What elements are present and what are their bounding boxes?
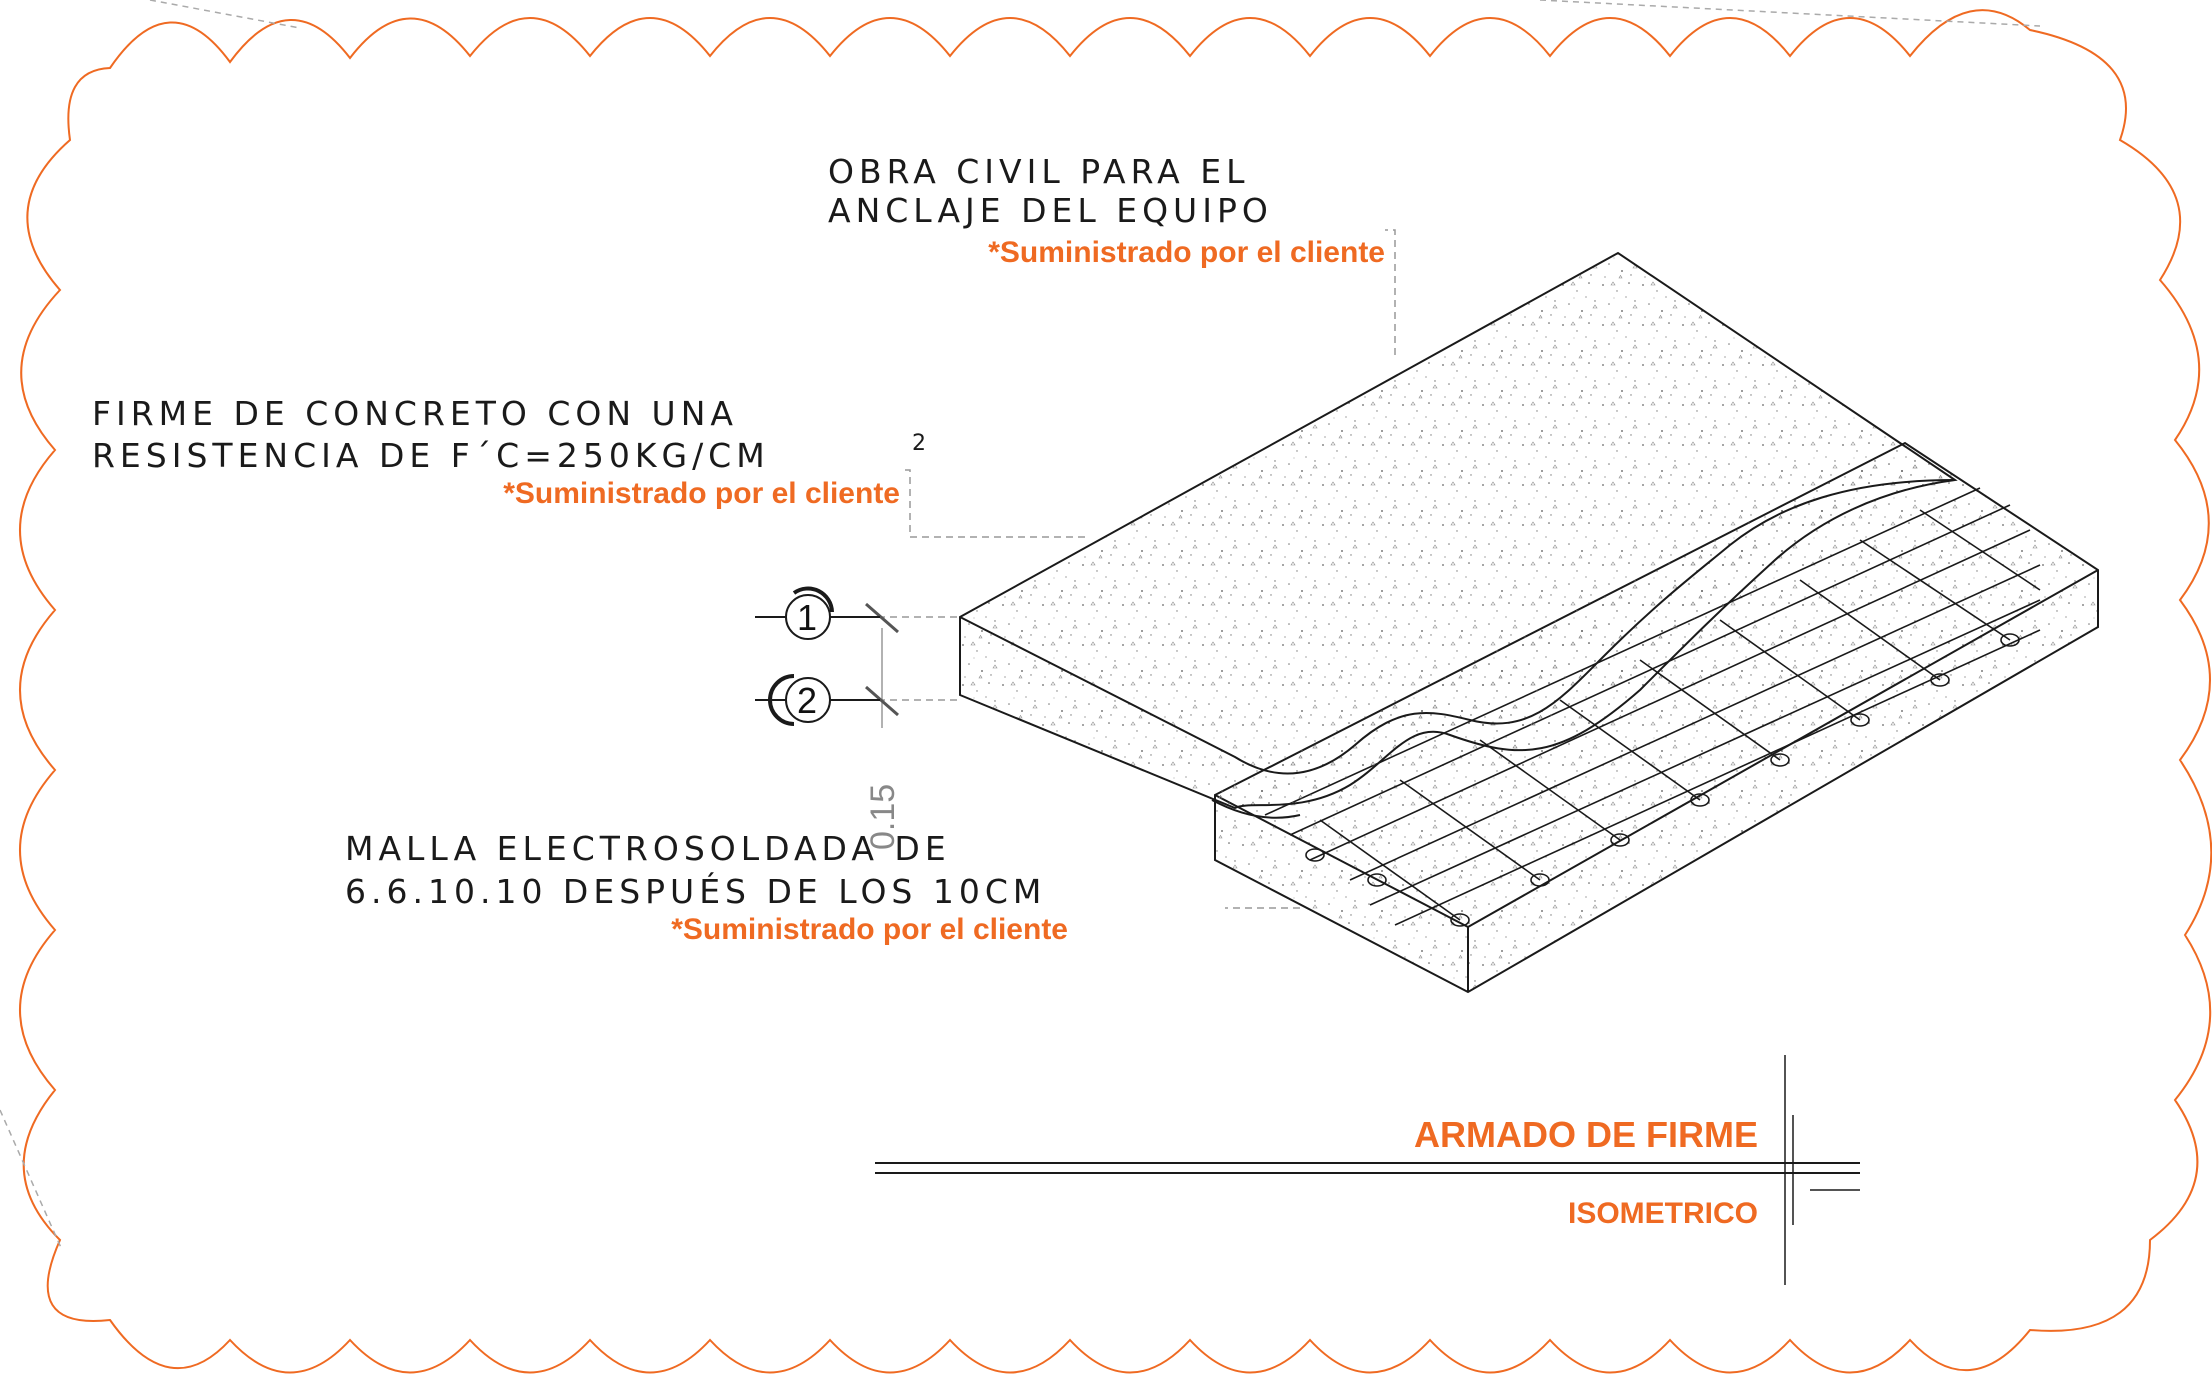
leader-lines — [842, 229, 1396, 909]
drawing-title: ARMADO DE FIRME — [1414, 1114, 1758, 1155]
firme-label-superscript: 2 — [912, 431, 931, 456]
marker-1-label: 1 — [797, 597, 817, 638]
drawing-subtitle: ISOMETRICO — [1568, 1197, 1758, 1230]
malla-note: *Suministrado por el cliente — [671, 913, 1068, 946]
obra-label-line2: ANCLAJE DEL EQUIPO — [828, 191, 1273, 230]
obra-label-line1: OBRA CIVIL PARA EL — [828, 152, 1249, 191]
marker-2-label: 2 — [797, 680, 817, 721]
title-block: ARMADO DE FIRME ISOMETRICO — [875, 1055, 1860, 1285]
concrete-slab — [959, 251, 1958, 819]
obra-note: *Suministrado por el cliente — [988, 236, 1385, 269]
firme-note: *Suministrado por el cliente — [503, 477, 900, 510]
firme-label-line1: FIRME DE CONCRETO CON UNA — [92, 394, 738, 433]
malla-label-line1: MALLA ELECTROSOLDADA DE — [345, 829, 951, 868]
lower-slab — [1214, 441, 2099, 994]
thickness-value: 0.15 — [864, 784, 902, 850]
malla-label-line2: 6.6.10.10 DESPUÉS DE LOS 10CM — [345, 871, 1046, 911]
firme-label-line2: RESISTENCIA DE F´C=250KG/CM — [92, 436, 770, 475]
level-marker-2: 2 — [755, 674, 880, 726]
level-marker-1: 1 — [755, 586, 880, 640]
revision-cloud — [19, 9, 2212, 1374]
thickness-dimension: 0.15 — [864, 602, 902, 850]
